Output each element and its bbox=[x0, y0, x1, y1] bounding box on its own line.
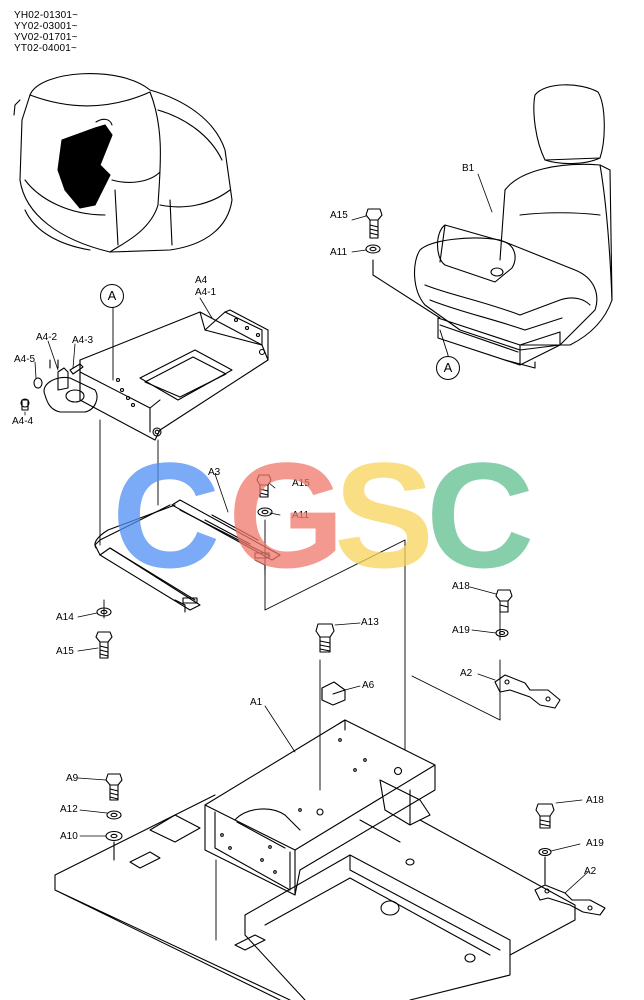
label-a4-4: A4-4 bbox=[12, 416, 34, 427]
upper-bracket-a4 bbox=[20, 309, 269, 441]
label-a15-top: A15 bbox=[330, 210, 348, 221]
label-a2-bot: A2 bbox=[584, 866, 597, 877]
label-a3: A3 bbox=[208, 467, 221, 478]
label-a10: A10 bbox=[60, 831, 78, 842]
lower-left-bolt-stack bbox=[105, 773, 123, 861]
label-a18-bot: A18 bbox=[586, 795, 604, 806]
label-a6: A6 bbox=[362, 680, 375, 691]
label-a11-mid: A11 bbox=[292, 510, 310, 521]
serial-number-4: YT02-04001~ bbox=[14, 43, 78, 54]
floor-plate bbox=[54, 794, 576, 1000]
label-a2-top: A2 bbox=[460, 668, 473, 679]
serial-number-2: YY02-03001~ bbox=[14, 21, 78, 32]
seat-assembly-illustration bbox=[414, 84, 613, 369]
bracket-a2-lower bbox=[534, 803, 606, 916]
label-a4-2: A4-2 bbox=[36, 332, 58, 343]
label-a18-top: A18 bbox=[452, 581, 470, 592]
label-a4-3: A4-3 bbox=[72, 335, 94, 346]
label-b1: B1 bbox=[462, 163, 475, 174]
cab-overview-illustration bbox=[13, 73, 233, 253]
label-a12: A12 bbox=[60, 804, 78, 815]
label-a1: A1 bbox=[250, 697, 263, 708]
label-a9: A9 bbox=[66, 773, 79, 784]
label-a19-bot: A19 bbox=[586, 838, 604, 849]
mid-bolt-washer bbox=[256, 474, 273, 517]
watermark-letter-3: S bbox=[334, 431, 435, 599]
label-a4-5: A4-5 bbox=[14, 354, 36, 365]
bracket-a2-upper bbox=[494, 589, 561, 709]
serial-number-1: YH02-01301~ bbox=[14, 10, 79, 21]
label-a15-low: A15 bbox=[56, 646, 74, 657]
serial-number-3: YV02-01701~ bbox=[14, 32, 78, 43]
watermark-letter-1: C bbox=[112, 431, 221, 599]
reference-marker-a-upper: A bbox=[100, 284, 124, 308]
label-a15-mid: A15 bbox=[292, 478, 310, 489]
upper-bolt-a13 bbox=[315, 623, 346, 706]
label-a14: A14 bbox=[56, 612, 74, 623]
watermark-letter-4: C bbox=[426, 431, 535, 599]
label-a11-top: A11 bbox=[330, 247, 348, 258]
leader-lines bbox=[99, 305, 501, 941]
label-a4: A4 bbox=[195, 275, 208, 286]
label-a19-top: A19 bbox=[452, 625, 470, 636]
watermark-letter-2: G bbox=[228, 431, 345, 599]
top-bolt-washer bbox=[365, 208, 441, 319]
label-leaders bbox=[24, 173, 589, 894]
label-a4-1: A4-1 bbox=[195, 287, 217, 298]
label-a13: A13 bbox=[361, 617, 379, 628]
reference-marker-a-seat: A bbox=[436, 356, 460, 380]
